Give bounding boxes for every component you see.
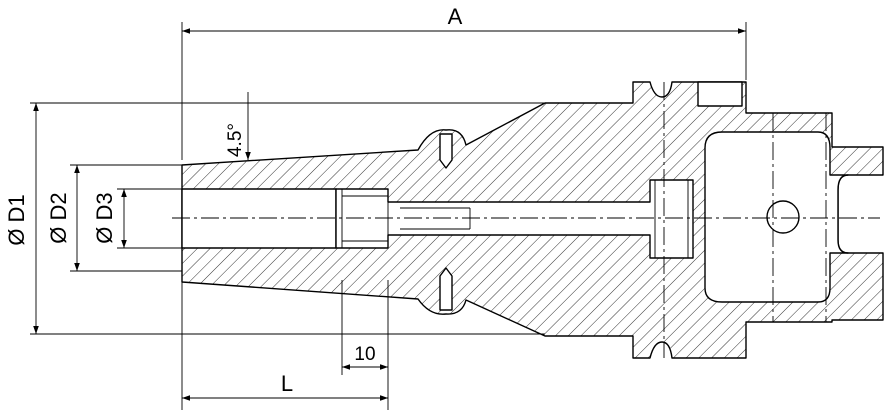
cross-hole — [766, 200, 800, 234]
taper-angle: 4.5° — [30, 92, 545, 160]
dimension-d3-label: Ø D3 — [92, 192, 117, 243]
top-keyslot — [697, 81, 743, 107]
dimension-d2: Ø D2 — [46, 164, 182, 272]
dimension-d1-label: Ø D1 — [4, 194, 29, 245]
dimension-a: A — [181, 4, 747, 160]
dimension-l-label: L — [281, 371, 293, 396]
holder-body — [181, 81, 884, 359]
dimension-10-label: 10 — [354, 344, 375, 365]
dimension-10: 10 — [341, 280, 389, 410]
taper-angle-label: 4.5° — [225, 123, 246, 157]
dimension-l: L — [181, 282, 388, 410]
center-bore — [181, 188, 337, 249]
dimension-d3: Ø D3 — [92, 188, 182, 249]
dimension-d1: Ø D1 — [4, 103, 545, 335]
dimension-a-label: A — [448, 4, 463, 29]
dimension-d2-label: Ø D2 — [46, 192, 71, 243]
bottom-set-screw — [439, 267, 453, 311]
top-set-screw — [439, 133, 453, 169]
